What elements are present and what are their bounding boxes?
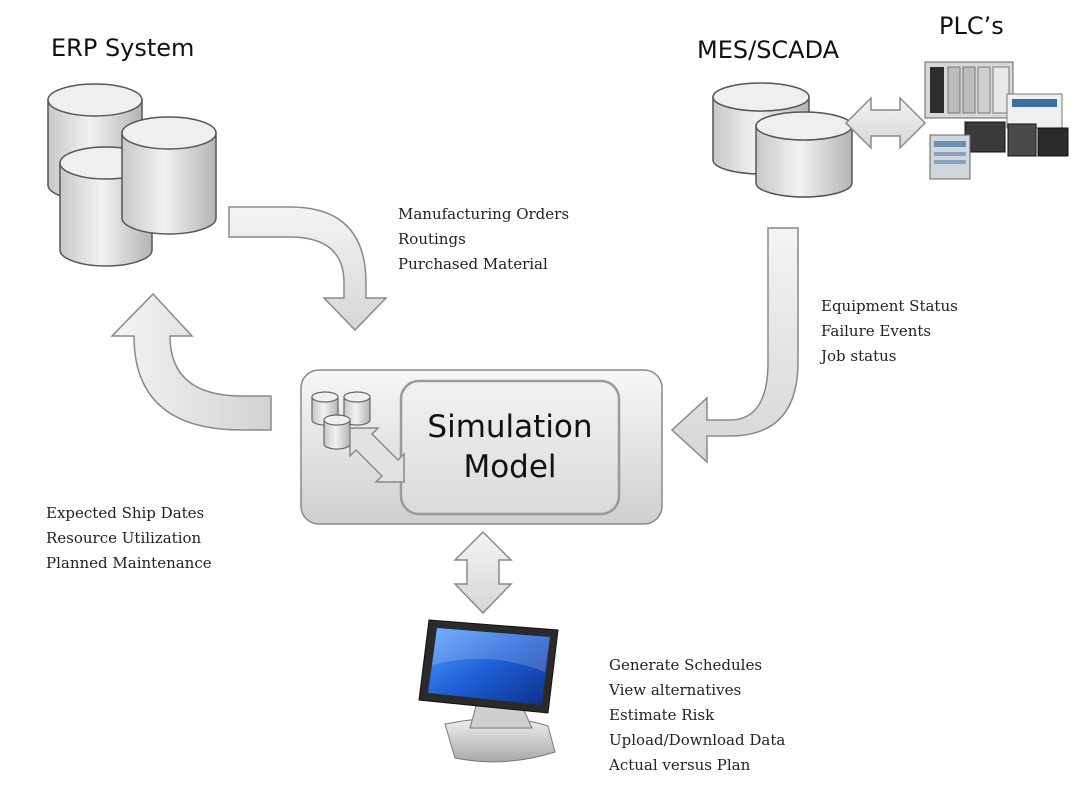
list-item: Expected Ship Dates bbox=[46, 504, 205, 522]
simulation-to-erp-list: Expected Ship Dates Resource Utilization… bbox=[46, 501, 212, 576]
list-item: Generate Schedules bbox=[609, 656, 763, 674]
computer-monitor-icon bbox=[418, 619, 559, 763]
mes-scada-title: MES/SCADA bbox=[697, 36, 840, 64]
mes-to-simulation-arrow bbox=[670, 227, 799, 464]
simulation-diagonal-double-arrow bbox=[349, 427, 405, 483]
mes-plc-double-arrow bbox=[844, 96, 927, 150]
list-item: Equipment Status bbox=[821, 297, 958, 315]
plc-hardware-icon bbox=[924, 61, 1069, 180]
plc-title: PLC’s bbox=[939, 12, 1004, 40]
erp-to-simulation-list: Manufacturing Orders Routings Purchased … bbox=[398, 202, 569, 277]
list-item: Job status bbox=[821, 347, 897, 365]
mes-database-icon bbox=[712, 82, 853, 198]
list-item: Actual versus Plan bbox=[609, 756, 751, 774]
erp-database-icon bbox=[47, 83, 217, 267]
list-item: Routings bbox=[398, 230, 466, 248]
list-item: Planned Maintenance bbox=[46, 554, 212, 572]
erp-system-title: ERP System bbox=[51, 34, 195, 62]
simulation-model-line2: Model bbox=[463, 449, 557, 485]
list-item: Manufacturing Orders bbox=[398, 205, 570, 223]
simulation-user-double-arrow bbox=[453, 530, 513, 615]
list-item: Estimate Risk bbox=[609, 706, 715, 724]
simulation-to-erp-arrow bbox=[110, 292, 272, 431]
list-item: Failure Events bbox=[821, 322, 932, 340]
list-item: Resource Utilization bbox=[46, 529, 202, 547]
simulation-model-label: Simulation Model bbox=[401, 407, 619, 487]
simulation-model-line1: Simulation bbox=[427, 409, 593, 445]
list-item: View alternatives bbox=[609, 681, 742, 699]
erp-to-simulation-arrow bbox=[228, 206, 388, 332]
user-actions-list: Generate Schedules View alternatives Est… bbox=[609, 653, 785, 778]
list-item: Purchased Material bbox=[398, 255, 548, 273]
mes-to-simulation-list: Equipment Status Failure Events Job stat… bbox=[821, 294, 958, 369]
list-item: Upload/Download Data bbox=[609, 731, 786, 749]
simulation-inner-box bbox=[399, 379, 621, 516]
